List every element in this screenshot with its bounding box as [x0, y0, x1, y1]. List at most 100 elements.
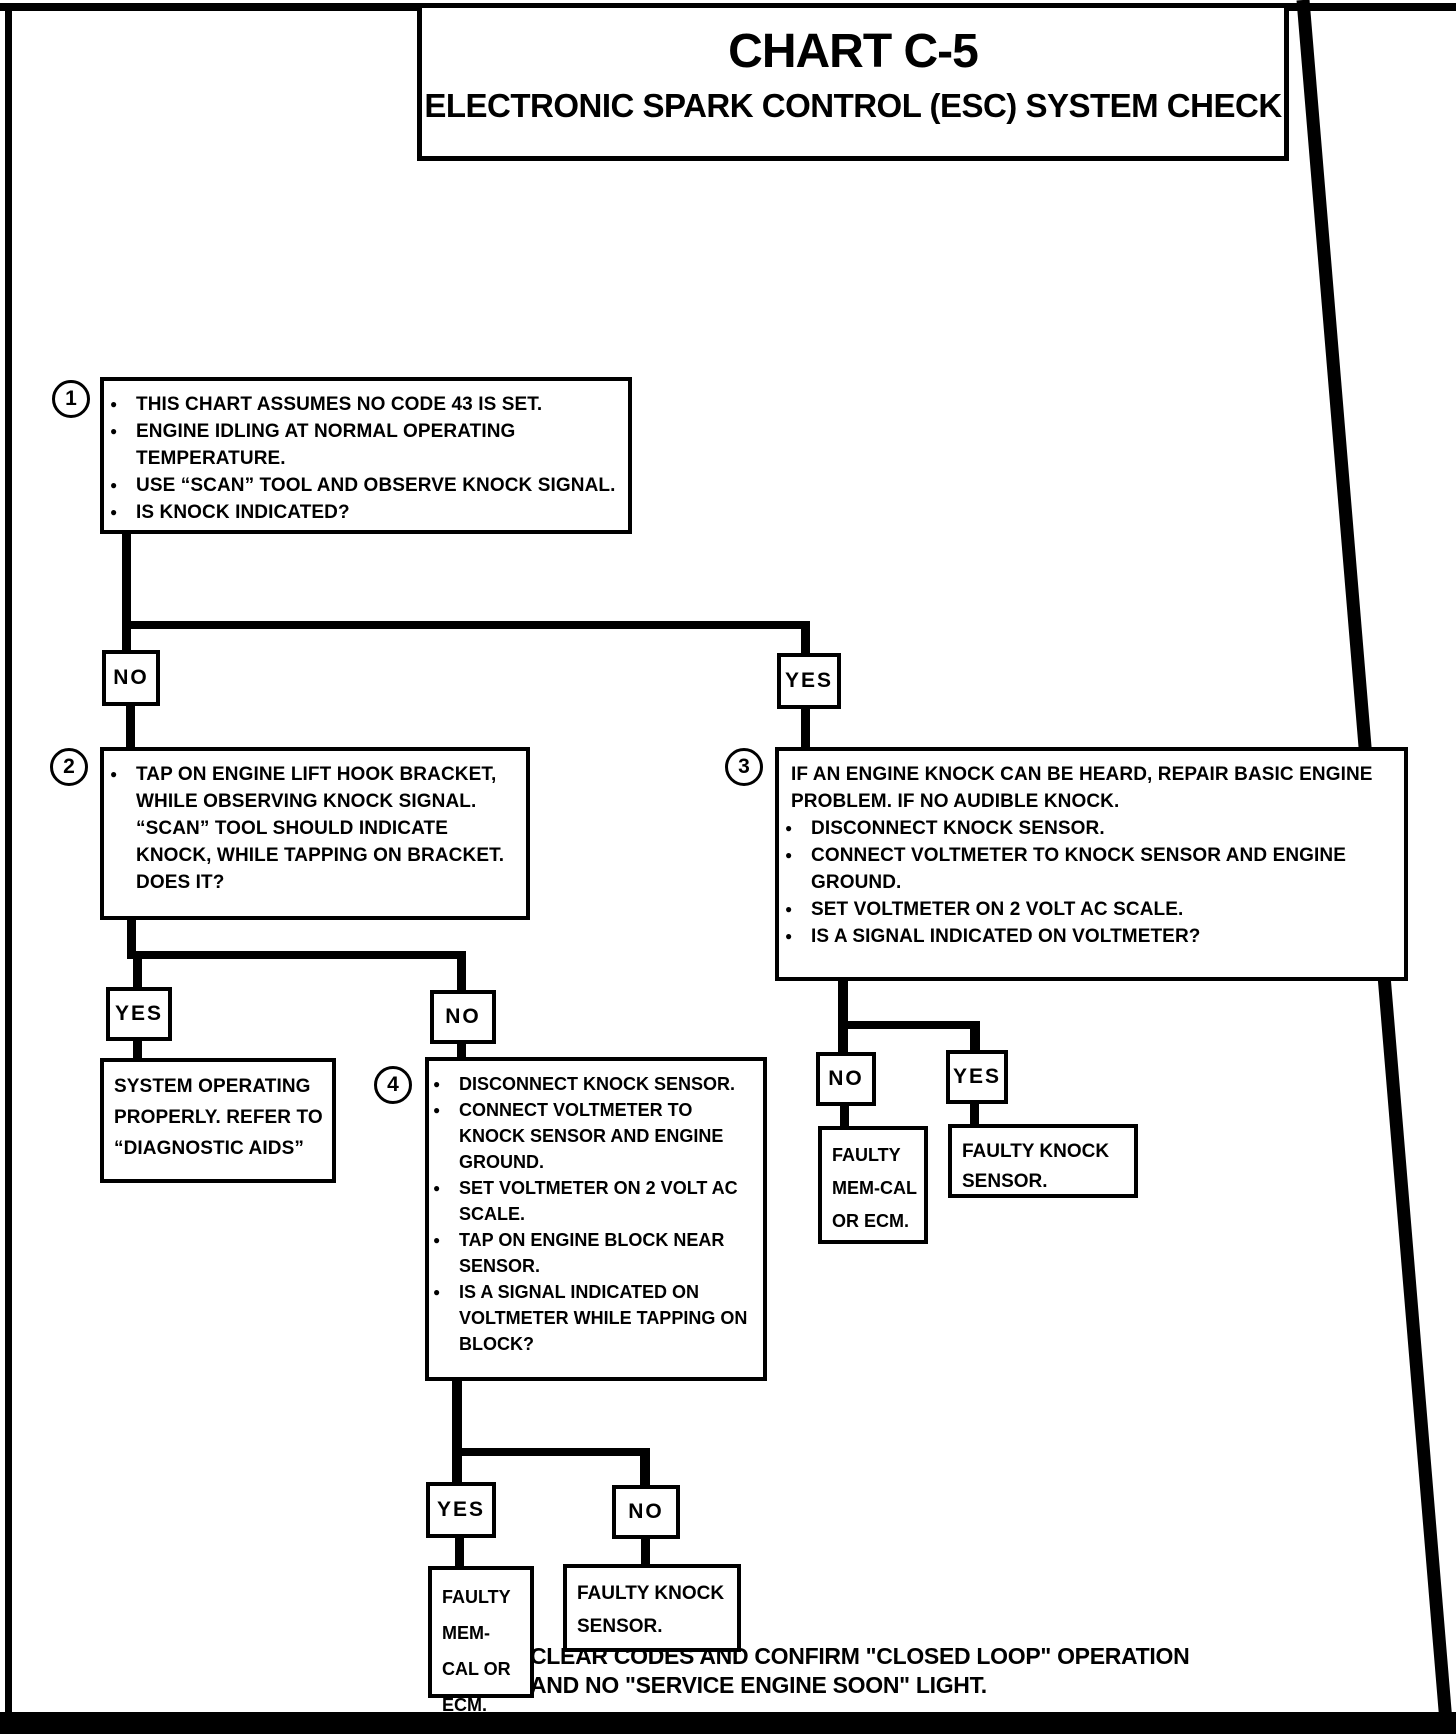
connector	[127, 918, 136, 959]
bullet-icon: ●	[110, 767, 118, 781]
decision-label-no-3: NO	[816, 1052, 876, 1106]
bullet-icon: ●	[110, 505, 118, 519]
step-1-bullet: USE “SCAN” TOOL AND OBSERVE KNOCK SIGNAL…	[136, 475, 616, 496]
connector	[122, 533, 131, 629]
step-4-bullet: SET VOLTMETER ON 2 VOLT AC SCALE.	[459, 1178, 738, 1224]
step-4-box: ● DISCONNECT KNOCK SENSOR. ● CONNECT VOL…	[425, 1057, 767, 1381]
bullet-icon: ●	[433, 1285, 441, 1299]
step-3-bullet: IS A SIGNAL INDICATED ON VOLTMETER?	[811, 926, 1201, 947]
step-number-2: 2	[50, 748, 88, 786]
outcome-faulty-knock-box: FAULTY KNOCK SENSOR.	[948, 1124, 1138, 1198]
step-number-text: 2	[63, 755, 75, 778]
step-number-text: 3	[738, 755, 750, 778]
decision-label-text: YES	[952, 1065, 1002, 1088]
outcome-text: FAULTY MEM-CAL OR ECM.	[832, 1145, 917, 1231]
outcome-text: FAULTY KNOCK SENSOR.	[962, 1141, 1110, 1192]
footer-note: CLEAR CODES AND CONFIRM "CLOSED LOOP" OP…	[530, 1642, 1190, 1700]
connector	[457, 1042, 466, 1059]
step-4-bullet: CONNECT VOLTMETER TO KNOCK SENSOR AND EN…	[459, 1100, 724, 1172]
connector	[133, 959, 142, 989]
bullet-icon: ●	[110, 397, 118, 411]
bullet-icon: ●	[433, 1181, 441, 1195]
list-item: ● SET VOLTMETER ON 2 VOLT AC SCALE.	[429, 1175, 763, 1227]
decision-label-text: YES	[114, 1002, 164, 1025]
decision-label-text: YES	[784, 669, 834, 692]
decision-label-yes-2: YES	[106, 987, 172, 1041]
step-2-bullet: TAP ON ENGINE LIFT HOOK BRACKET, WHILE O…	[136, 764, 505, 893]
bullet-icon: ●	[433, 1233, 441, 1247]
connector	[838, 1029, 848, 1054]
decision-label-yes-4: YES	[426, 1482, 496, 1538]
list-item: ● ENGINE IDLING AT NORMAL OPERATING TEMP…	[104, 418, 628, 472]
connector	[452, 1448, 650, 1456]
step-1-bullet: IS KNOCK INDICATED?	[136, 502, 350, 523]
bullet-icon: ●	[110, 424, 118, 438]
chart-title: CHART C-5	[728, 25, 979, 78]
page-border-bottom	[0, 1712, 1456, 1734]
bullet-icon: ●	[785, 902, 793, 916]
connector	[838, 1021, 980, 1029]
outcome-faulty-knock-box: FAULTY KNOCK SENSOR.	[563, 1564, 741, 1652]
connector	[801, 707, 810, 749]
list-item: ● USE “SCAN” TOOL AND OBSERVE KNOCK SIGN…	[104, 472, 628, 499]
outcome-text: FAULTY MEM-CAL OR ECM.	[442, 1587, 511, 1715]
decision-label-text: YES	[436, 1498, 486, 1521]
step-1-bullet: ENGINE IDLING AT NORMAL OPERATING TEMPER…	[136, 421, 516, 469]
connector	[452, 1379, 462, 1456]
list-item: ● TAP ON ENGINE BLOCK NEAR SENSOR.	[429, 1227, 763, 1279]
outcome-text: SYSTEM OPERATING PROPERLY. REFER TO “DIA…	[114, 1076, 323, 1159]
connector	[133, 1039, 142, 1062]
bullet-icon: ●	[110, 478, 118, 492]
decision-label-yes-3: YES	[946, 1050, 1008, 1104]
step-number-3: 3	[725, 748, 763, 786]
step-number-4: 4	[374, 1066, 412, 1104]
bullet-icon: ●	[433, 1103, 441, 1117]
outcome-text: FAULTY KNOCK SENSOR.	[577, 1583, 725, 1637]
connector	[127, 951, 466, 959]
connector	[457, 959, 466, 992]
list-item: ● IS A SIGNAL INDICATED ON VOLTMETER?	[779, 923, 1404, 950]
list-item: ● DISCONNECT KNOCK SENSOR.	[779, 815, 1404, 842]
bullet-icon: ●	[433, 1077, 441, 1091]
outcome-system-ok-box: SYSTEM OPERATING PROPERLY. REFER TO “DIA…	[100, 1058, 336, 1183]
page-border-left	[5, 3, 12, 1715]
decision-label-yes-1: YES	[777, 653, 841, 709]
decision-label-text: NO	[828, 1067, 864, 1090]
step-4-bullet: TAP ON ENGINE BLOCK NEAR SENSOR.	[459, 1230, 725, 1276]
step-number-1: 1	[52, 380, 90, 418]
list-item: ● CONNECT VOLTMETER TO KNOCK SENSOR AND …	[779, 842, 1404, 896]
outcome-faulty-memcal-box: FAULTY MEM-CAL OR ECM.	[428, 1566, 534, 1715]
step-3-box: IF AN ENGINE KNOCK CAN BE HEARD, REPAIR …	[775, 747, 1408, 981]
connector	[122, 629, 131, 652]
step-3-bullet: DISCONNECT KNOCK SENSOR.	[811, 818, 1105, 839]
connector	[452, 1456, 462, 1484]
footer-note-line-1: CLEAR CODES AND CONFIRM "CLOSED LOOP" OP…	[530, 1643, 1190, 1669]
step-number-text: 4	[387, 1073, 399, 1096]
bullet-icon: ●	[785, 821, 793, 835]
step-2-box: ● TAP ON ENGINE LIFT HOOK BRACKET, WHILE…	[100, 747, 530, 920]
connector	[970, 1102, 979, 1126]
decision-label-text: NO	[113, 666, 149, 689]
list-item: ● TAP ON ENGINE LIFT HOOK BRACKET, WHILE…	[104, 761, 526, 896]
connector	[801, 629, 810, 655]
connector	[455, 1536, 464, 1568]
connector	[970, 1029, 980, 1052]
list-item: ● DISCONNECT KNOCK SENSOR.	[429, 1071, 763, 1097]
decision-label-text: NO	[628, 1500, 664, 1523]
list-item: ● THIS CHART ASSUMES NO CODE 43 IS SET.	[104, 391, 628, 418]
bullet-icon: ●	[785, 929, 793, 943]
connector	[640, 1456, 650, 1487]
connector	[126, 704, 135, 749]
decision-label-no-4: NO	[612, 1485, 680, 1539]
step-4-bullet: DISCONNECT KNOCK SENSOR.	[459, 1074, 736, 1094]
bullet-icon: ●	[785, 848, 793, 862]
step-3-bullet: CONNECT VOLTMETER TO KNOCK SENSOR AND EN…	[811, 845, 1347, 893]
connector	[122, 621, 810, 629]
step-number-text: 1	[65, 387, 77, 410]
step-1-bullet: THIS CHART ASSUMES NO CODE 43 IS SET.	[136, 394, 543, 415]
list-item: ● CONNECT VOLTMETER TO KNOCK SENSOR AND …	[429, 1097, 763, 1175]
connector	[838, 979, 848, 1029]
list-item: ● IS KNOCK INDICATED?	[104, 499, 628, 526]
step-1-box: ● THIS CHART ASSUMES NO CODE 43 IS SET. …	[100, 377, 632, 534]
step-3-intro: IF AN ENGINE KNOCK CAN BE HEARD, REPAIR …	[791, 764, 1373, 812]
